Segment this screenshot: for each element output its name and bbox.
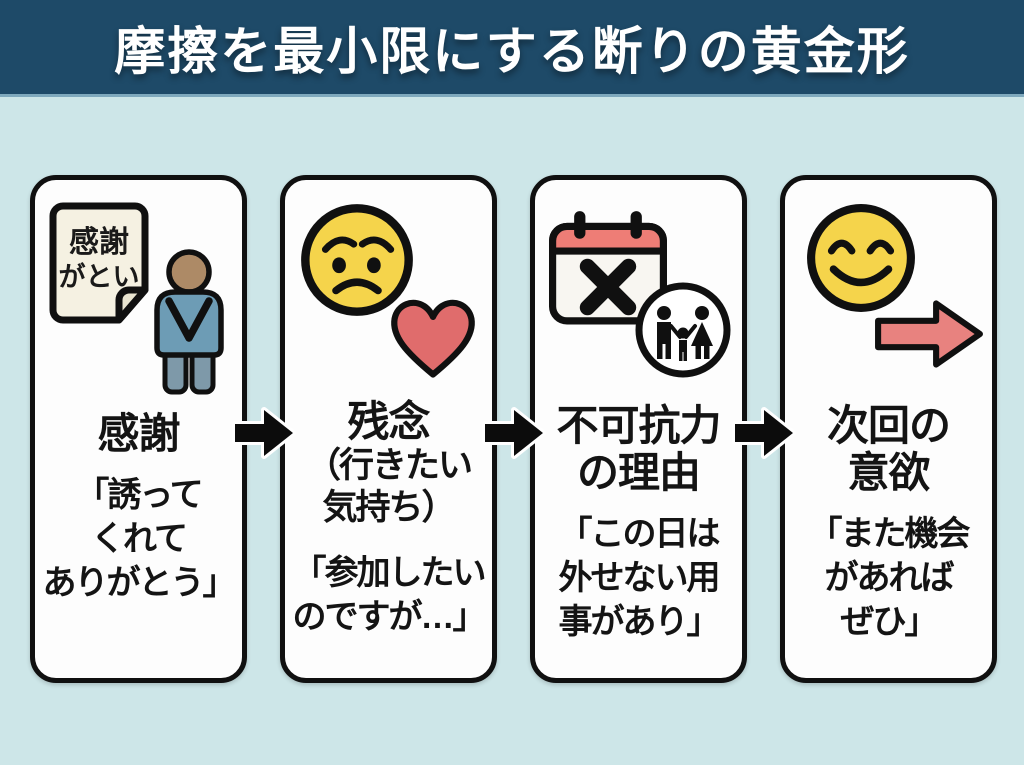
calendar-x-icon bbox=[549, 211, 667, 325]
quote-line: があれば bbox=[824, 559, 955, 598]
heading-line: 不可抗力 bbox=[556, 402, 721, 449]
bowing-person-icon bbox=[154, 249, 224, 395]
quote-line: 「誘って bbox=[75, 476, 203, 515]
quote-line: 事があり」 bbox=[558, 603, 721, 642]
heading-line: の理由 bbox=[576, 449, 701, 497]
step-heading: 次回の 意欲 bbox=[826, 402, 951, 497]
quote-line: 「この日は bbox=[558, 515, 721, 554]
step-heading: 不可抗力 の理由 bbox=[556, 402, 721, 497]
quote-line: 「参加したい bbox=[292, 554, 487, 593]
subhead-line: 気持ち） bbox=[322, 488, 456, 528]
heading-line: 残念 bbox=[347, 398, 430, 445]
step-arrow-icon bbox=[482, 407, 546, 459]
next-time-icon-area bbox=[785, 180, 992, 392]
quote-line: ありがとう」 bbox=[42, 564, 237, 603]
forward-arrow-icon bbox=[875, 300, 983, 368]
step-card-gratitude: 感謝 がとい 感謝 「誘って くれて bbox=[30, 175, 247, 683]
thank-you-note-icon: 感謝 がとい bbox=[49, 202, 149, 324]
heart-icon bbox=[391, 299, 475, 378]
quote-line: 「また機会 bbox=[808, 515, 971, 554]
step-quote: 「また機会 があれば ぜひ」 bbox=[808, 512, 971, 645]
quote-line: くれて bbox=[91, 520, 188, 559]
smiling-face-icon bbox=[807, 204, 915, 312]
quote-line: 外せない用 bbox=[558, 559, 721, 598]
step-heading: 残念 bbox=[347, 398, 430, 445]
step-subheading: （行きたい 気持ち） bbox=[305, 445, 473, 529]
step-arrow-icon bbox=[732, 407, 796, 459]
regret-icon-area bbox=[285, 180, 492, 392]
step-card-regret: 残念 （行きたい 気持ち） 「参加したい のですが…」 bbox=[280, 175, 497, 683]
subhead-line: （行きたい bbox=[305, 446, 473, 486]
heading-line: 次回の bbox=[826, 402, 951, 449]
heading-line: 感謝 bbox=[97, 410, 180, 457]
note-line-1: 感謝 bbox=[69, 226, 129, 259]
force-majeure-icon-area bbox=[535, 180, 742, 392]
worried-face-icon bbox=[301, 204, 413, 316]
quote-line: のですが…」 bbox=[292, 598, 487, 637]
step-quote: 「この日は 外せない用 事があり」 bbox=[558, 512, 721, 645]
note-line-2: がとい bbox=[59, 261, 140, 292]
steps-row: 感謝 がとい 感謝 「誘って くれて bbox=[30, 175, 997, 683]
heading-line: 意欲 bbox=[847, 449, 930, 497]
gratitude-icon-area: 感謝 がとい bbox=[35, 180, 242, 395]
title-bar: 摩擦を最小限にする断りの黄金形 bbox=[0, 0, 1024, 97]
step-quote: 「誘って くれて ありがとう」 bbox=[42, 473, 237, 606]
family-icon bbox=[635, 282, 731, 378]
step-quote: 「参加したい のですが…」 bbox=[292, 551, 487, 639]
step-card-next-time: 次回の 意欲 「また機会 があれば ぜひ」 bbox=[780, 175, 997, 683]
quote-line: ぜひ」 bbox=[840, 603, 939, 642]
step-card-force-majeure: 不可抗力 の理由 「この日は 外せない用 事があり」 bbox=[530, 175, 747, 683]
step-arrow-icon bbox=[232, 407, 296, 459]
content-area: 感謝 がとい 感謝 「誘って くれて bbox=[0, 100, 1024, 765]
page-title: 摩擦を最小限にする断りの黄金形 bbox=[114, 23, 910, 80]
step-heading: 感謝 bbox=[97, 410, 180, 457]
